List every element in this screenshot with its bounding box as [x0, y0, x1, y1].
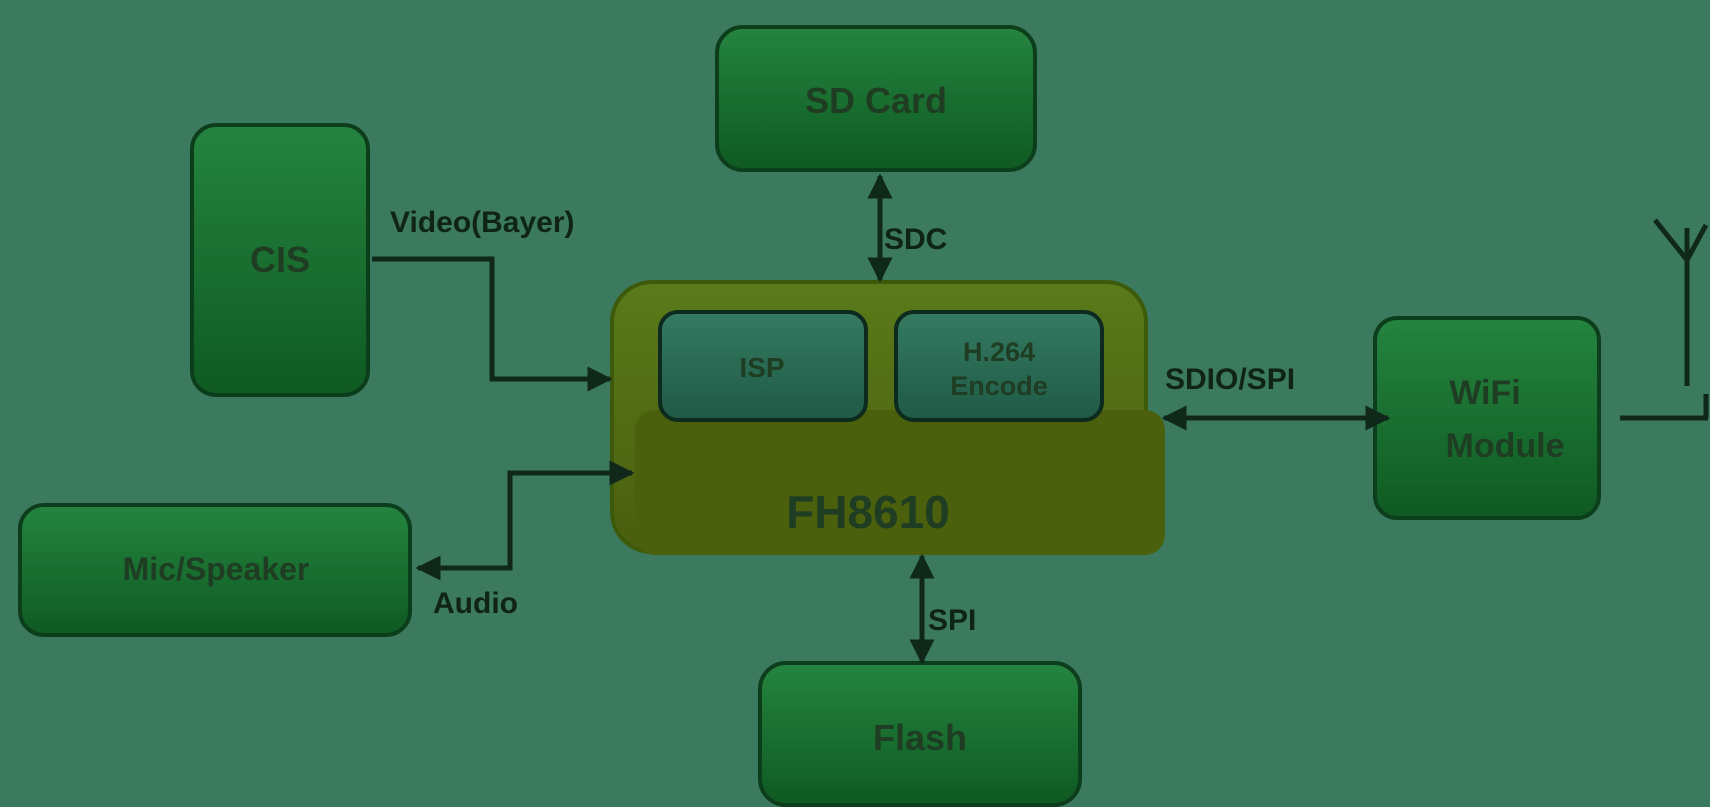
sd-card-label: SD Card [805, 80, 947, 121]
spi-label: SPI [928, 604, 976, 637]
encoder-label-line2: Encode [950, 371, 1048, 401]
flash-label: Flash [873, 717, 967, 758]
isp-label: ISP [739, 352, 784, 383]
flash-block: Flash [758, 661, 1082, 807]
cis-label: CIS [250, 239, 310, 280]
audio-label: Audio [433, 587, 518, 620]
sdc-label: SDC [884, 223, 947, 256]
soc-label: FH8610 [786, 486, 950, 538]
wifi-module-block: WiFi Module [1373, 316, 1601, 520]
wifi-label-line1: WiFi [1449, 374, 1520, 412]
connection-video: Video(Bayer) [372, 206, 613, 392]
sdio-spi-label: SDIO/SPI [1165, 363, 1295, 396]
cis-block: CIS [190, 123, 370, 397]
isp-block: ISP [658, 310, 868, 422]
h264-encode-block: H.264 Encode [894, 310, 1104, 422]
mic-speaker-block: Mic/Speaker [18, 503, 412, 637]
antenna-icon [1620, 218, 1709, 421]
mic-speaker-label: Mic/Speaker [123, 551, 310, 587]
sd-card-block: SD Card [715, 25, 1037, 172]
connection-audio: Audio [415, 460, 635, 620]
connection-sdc: SDC [867, 173, 947, 283]
video-bayer-label: Video(Bayer) [390, 206, 575, 239]
connection-spi: SPI [909, 553, 976, 665]
connection-sdio: SDIO/SPI [1161, 363, 1391, 431]
wifi-label-line2: Module [1446, 427, 1565, 465]
encoder-label-line1: H.264 [963, 337, 1035, 367]
